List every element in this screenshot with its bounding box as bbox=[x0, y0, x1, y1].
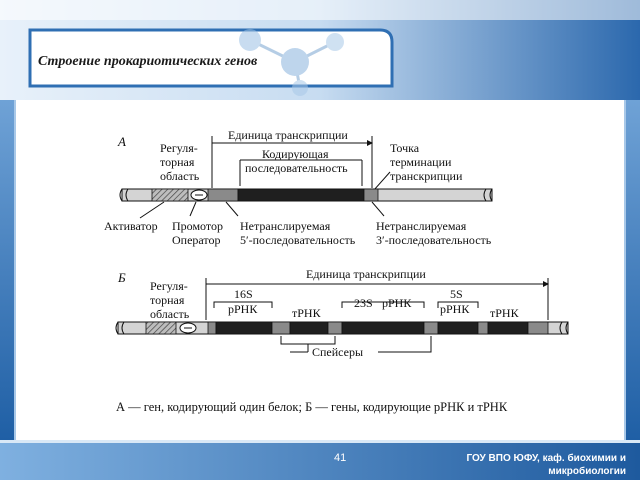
panel-b-gene4-bottom: рРНК bbox=[440, 302, 470, 316]
panel-a-termination-line1: Точка bbox=[390, 141, 420, 155]
panel-a-promoter-label: Промотор bbox=[172, 219, 223, 233]
panel-b-gene2-bottom: тРНК bbox=[292, 306, 322, 320]
panel-b-gene1-bottom: рРНК bbox=[228, 302, 258, 316]
panel-a-coding-line1: Кодирующая bbox=[262, 147, 329, 161]
panel-b-gene-brackets bbox=[213, 301, 479, 308]
panel-a-coding-bracket bbox=[239, 159, 363, 186]
panel-b-transcription-unit-label: Единица транскрипции bbox=[306, 267, 426, 281]
panel-b-gene5-bottom: тРНК bbox=[490, 306, 520, 320]
panel-a-pointer-lines bbox=[139, 201, 385, 219]
panel-a-activator-label: Активатор bbox=[104, 219, 158, 233]
panel-a-coding-line2: последовательность bbox=[245, 161, 348, 175]
panel-a-termination-line3: транскрипции bbox=[390, 169, 463, 183]
panel-b-regulatory-line1: Регуля- bbox=[150, 279, 188, 293]
panel-a-regulatory-line3: область bbox=[160, 169, 200, 183]
panel-a-untranslated3-line2: 3′-последовательность bbox=[376, 233, 492, 247]
footer-organization: ГОУ ВПО ЮФУ, каф. биохимии и микробиолог… bbox=[440, 452, 626, 478]
panel-b-gene3-top: 23S bbox=[354, 296, 373, 310]
panel-b-gene3-bottom: рРНК bbox=[382, 296, 412, 310]
panel-a-untranslated5-line1: Нетранслируемая bbox=[240, 219, 331, 233]
panel-b-gene1-top: 16S bbox=[234, 287, 253, 301]
panel-b-gene4-top: 5S bbox=[450, 287, 463, 301]
panel-b-regulatory-line2: торная bbox=[150, 293, 185, 307]
panel-a-termination-line2: терминации bbox=[390, 155, 452, 169]
panel-a-transcription-unit-bracket bbox=[211, 136, 373, 188]
panel-a-regulatory-line2: торная bbox=[160, 155, 195, 169]
molecule-decoration bbox=[239, 29, 344, 96]
footer-line-2: микробиологии bbox=[548, 466, 626, 477]
panel-b-spacers-label: Спейсеры bbox=[312, 345, 363, 359]
panel-a-operator-label: Оператор bbox=[172, 233, 221, 247]
panel-b-transcription-unit-bracket bbox=[205, 278, 549, 320]
panel-a-transcription-unit-label: Единица транскрипции bbox=[228, 128, 348, 142]
panel-a-letter: А bbox=[117, 134, 126, 149]
page-number: 41 bbox=[334, 452, 347, 464]
panel-b-spacer-brackets bbox=[280, 336, 432, 353]
panel-a-untranslated5-line2: 5′-последовательность bbox=[240, 233, 356, 247]
panel-b-letter: Б bbox=[117, 270, 126, 285]
slide-title: Строение прокариотических генов bbox=[38, 54, 258, 69]
diagram-caption: А — ген, кодирующий один белок; Б — гены… bbox=[116, 400, 508, 414]
footer-line-1: ГОУ ВПО ЮФУ, каф. биохимии и bbox=[466, 453, 626, 464]
panel-a-dna-bar bbox=[119, 188, 493, 202]
panel-a-regulatory-line1: Регуля- bbox=[160, 141, 198, 155]
panel-b-dna-bar bbox=[115, 321, 569, 335]
panel-b-regulatory-line3: область bbox=[150, 307, 190, 321]
panel-a-untranslated3-line1: Нетранслируемая bbox=[376, 219, 467, 233]
